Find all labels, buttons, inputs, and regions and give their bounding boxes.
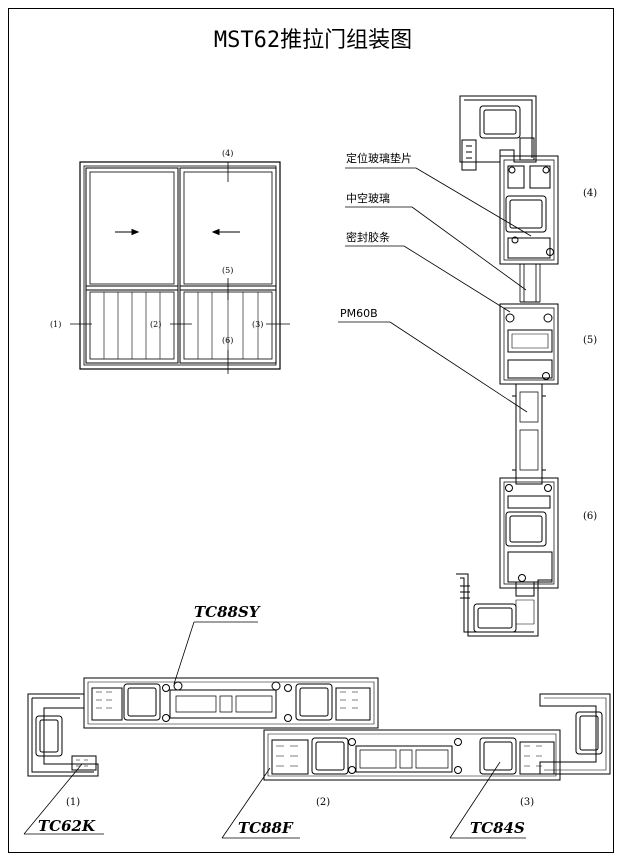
elevation-mark-6: (6) [222,336,233,345]
callout-sealing-strip: 密封胶条 [346,230,390,244]
elevation-mark-5: (5) [222,266,233,275]
model-leaders [23,621,526,839]
vertical-section-profile [456,95,559,637]
elevation-mark-2: (2) [150,320,161,329]
section-mark-1: (1) [66,797,80,808]
model-label-tc88sy: TC88SY [194,603,261,621]
section-mark-4: (4) [583,188,597,199]
model-label-tc88f: TC88F [238,819,294,837]
model-label-tc62k: TC62K [38,817,96,835]
horizontal-section-profile [27,677,611,781]
elevation-mark-1: (1) [50,320,61,329]
door-elevation [70,161,290,374]
model-label-tc84s: TC84S [470,819,525,837]
drawing-title: MST62推拉门组装图 [213,28,413,53]
elevation-mark-4: (4) [222,149,233,158]
callout-pm60b: PM60B [340,307,378,320]
section-mark-6: (6) [583,511,597,522]
elevation-mark-3: (3) [252,320,263,329]
section-mark-2: (2) [316,797,330,808]
callout-glass-spacer: 定位玻璃垫片 [346,151,412,165]
section-mark-3: (3) [520,797,534,808]
callout-leaders [338,167,532,413]
section-mark-5: (5) [583,335,597,346]
callout-insulated-glass: 中空玻璃 [346,191,390,205]
drawing-border [8,8,614,853]
